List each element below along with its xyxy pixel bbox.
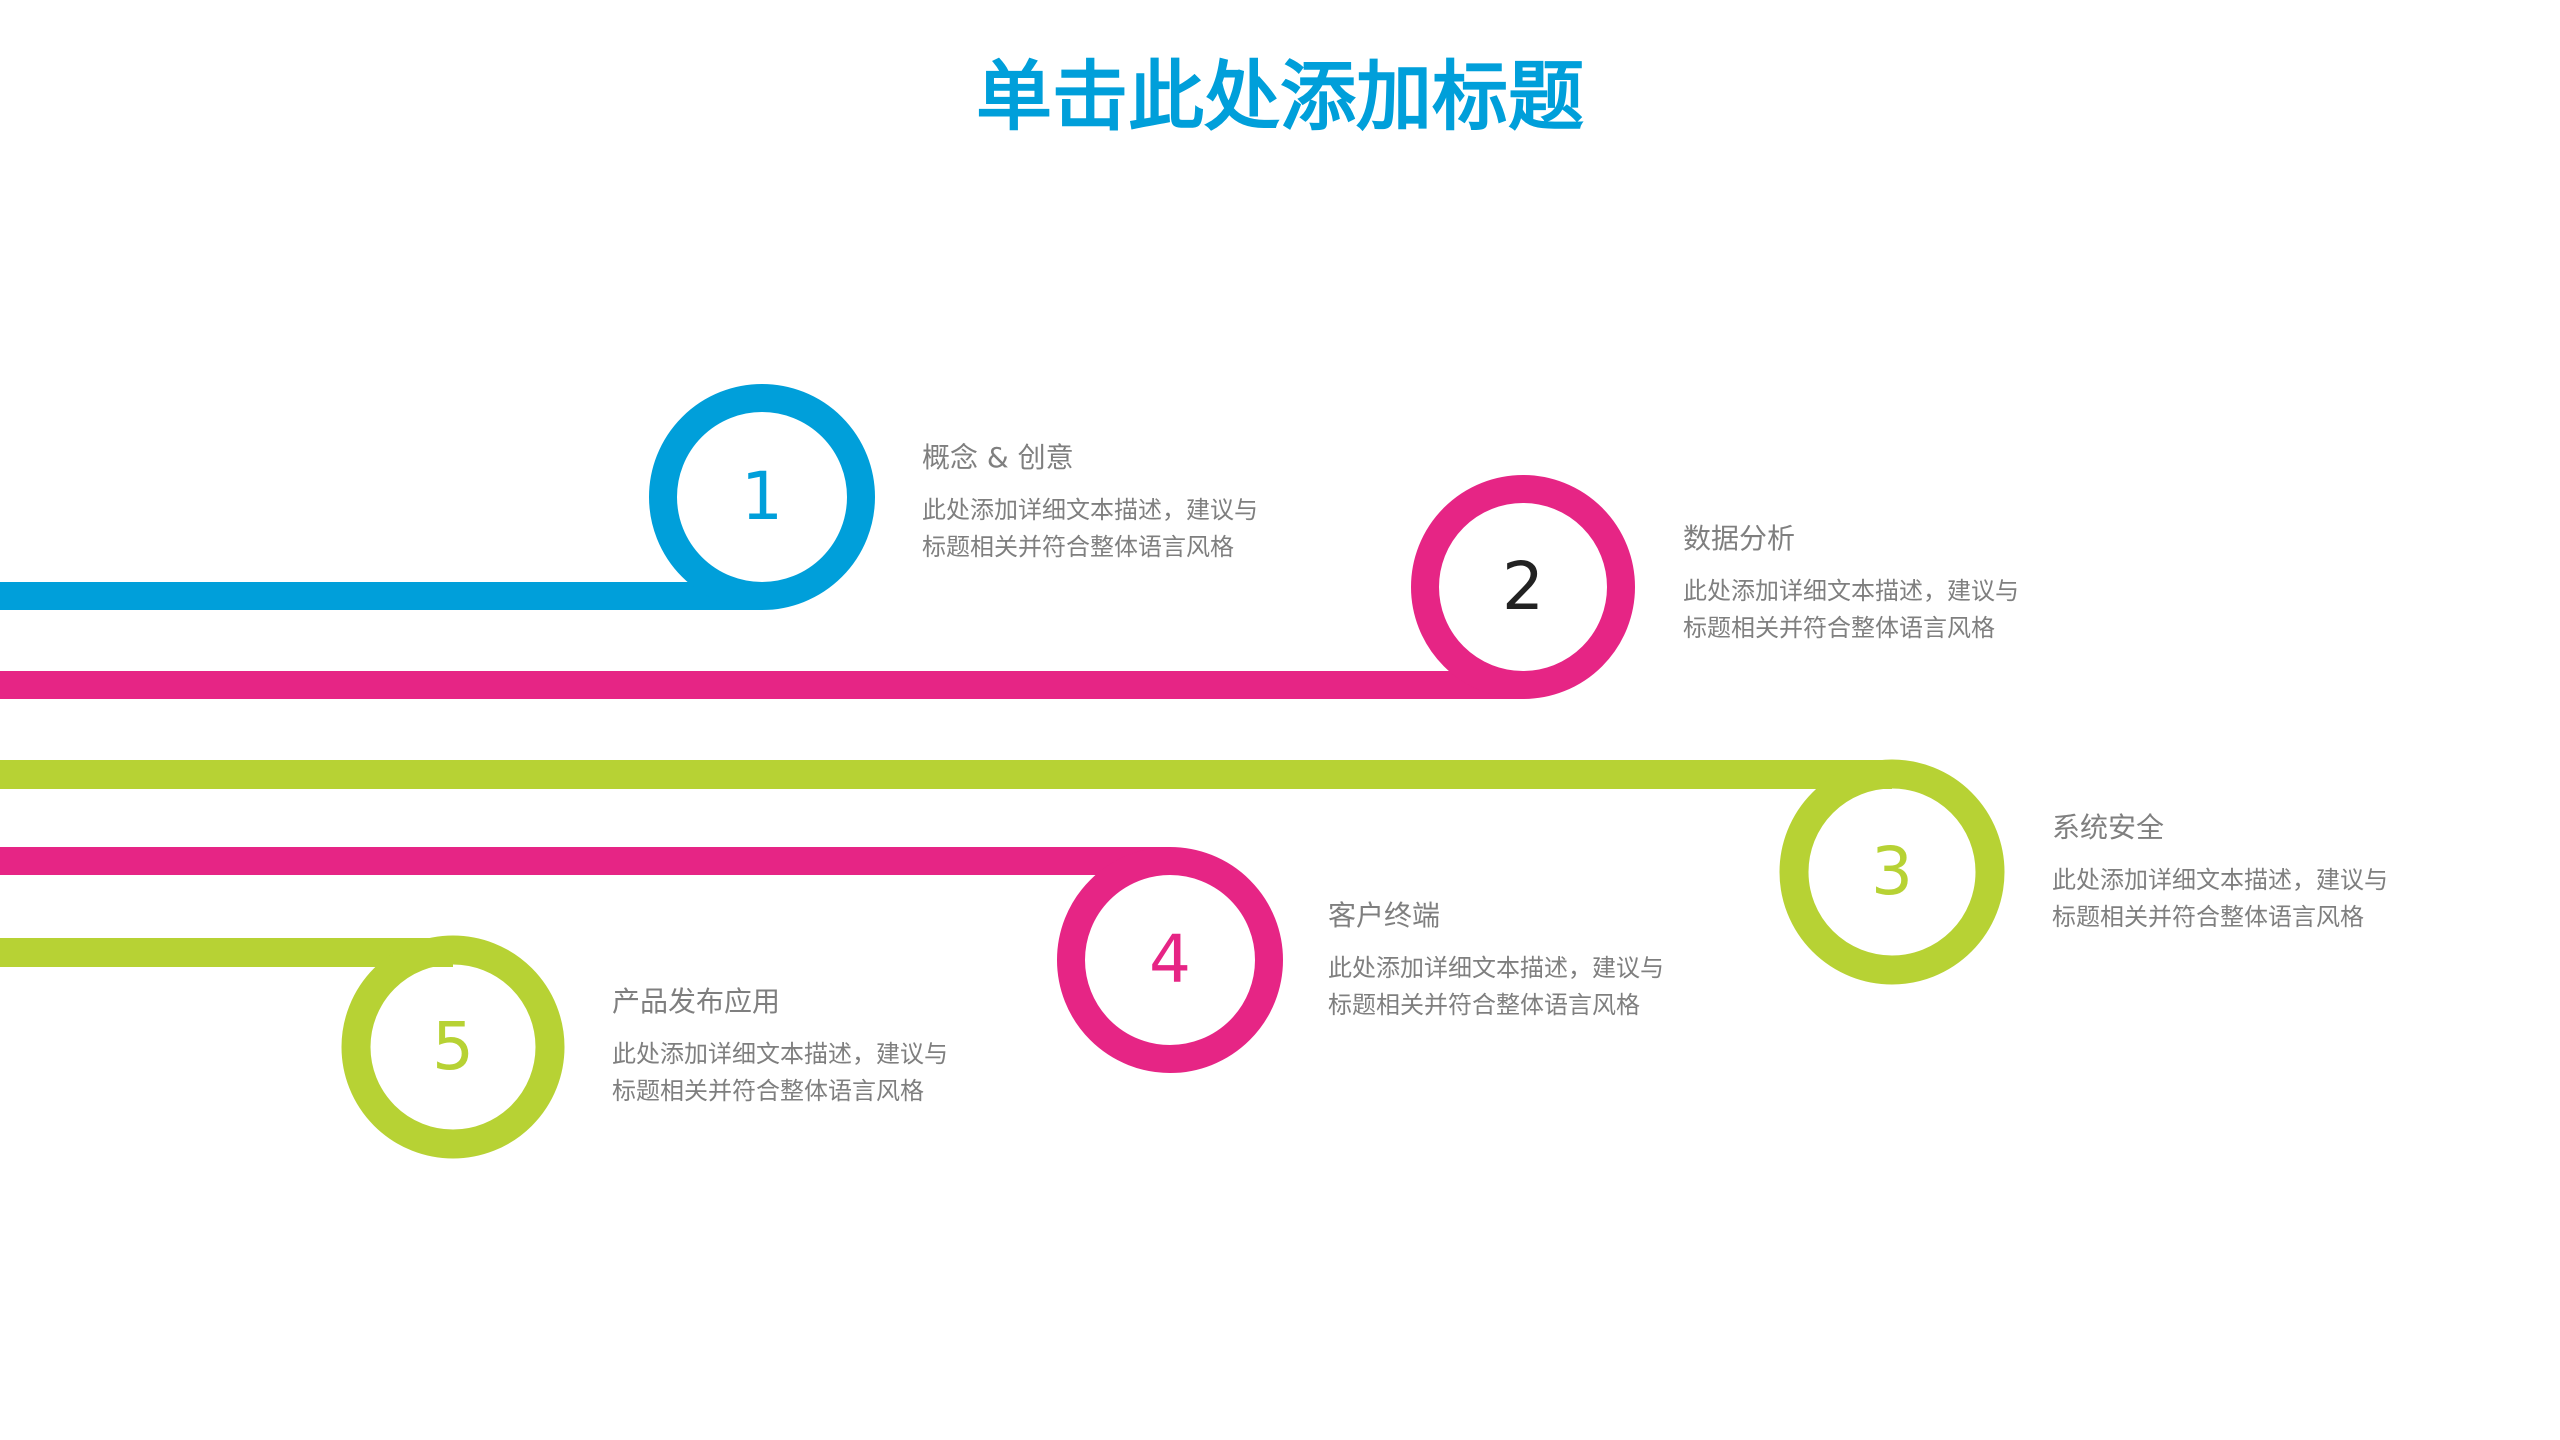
step-number-3: 3 <box>1871 833 1913 910</box>
step-number-1: 1 <box>741 458 783 535</box>
step-5-text: 产品发布应用 此处添加详细文本描述，建议与 标题相关并符合整体语言风格 <box>612 984 948 1110</box>
step-3-desc-line-2: 标题相关并符合整体语言风格 <box>2052 903 2364 931</box>
step-3-description[interactable]: 此处添加详细文本描述，建议与 标题相关并符合整体语言风格 <box>2052 862 2388 936</box>
slide-title[interactable]: 单击此处添加标题 <box>976 52 1584 141</box>
step-3-text: 系统安全 此处添加详细文本描述，建议与 标题相关并符合整体语言风格 <box>2052 810 2388 936</box>
step-number-4: 4 <box>1149 921 1191 998</box>
step-2-desc-line-2: 标题相关并符合整体语言风格 <box>1683 614 1995 642</box>
path-3-green <box>0 759 2005 985</box>
step-5-description[interactable]: 此处添加详细文本描述，建议与 标题相关并符合整体语言风格 <box>612 1036 948 1110</box>
step-4-desc-line-1: 此处添加详细文本描述，建议与 <box>1328 954 1664 982</box>
step-3-desc-line-1: 此处添加详细文本描述，建议与 <box>2052 866 2388 894</box>
path-4-pink <box>0 847 1283 1073</box>
step-2-desc-line-1: 此处添加详细文本描述，建议与 <box>1683 577 2019 605</box>
step-1-desc-line-1: 此处添加详细文本描述，建议与 <box>922 496 1258 524</box>
path-5-green <box>0 935 565 1159</box>
step-5-desc-line-1: 此处添加详细文本描述，建议与 <box>612 1040 948 1068</box>
step-4-title[interactable]: 客户终端 <box>1328 899 1441 932</box>
step-5-title[interactable]: 产品发布应用 <box>612 985 781 1018</box>
step-1-title[interactable]: 概念 & 创意 <box>922 441 1074 474</box>
step-1-text: 概念 & 创意 此处添加详细文本描述，建议与 标题相关并符合整体语言风格 <box>922 440 1258 566</box>
step-2-title[interactable]: 数据分析 <box>1683 522 1796 555</box>
step-4-text: 客户终端 此处添加详细文本描述，建议与 标题相关并符合整体语言风格 <box>1328 898 1664 1024</box>
step-4-desc-line-2: 标题相关并符合整体语言风格 <box>1328 991 1640 1019</box>
step-5-desc-line-2: 标题相关并符合整体语言风格 <box>612 1077 924 1105</box>
step-4-description[interactable]: 此处添加详细文本描述，建议与 标题相关并符合整体语言风格 <box>1328 950 1664 1024</box>
step-1-description[interactable]: 此处添加详细文本描述，建议与 标题相关并符合整体语言风格 <box>922 492 1258 566</box>
path-1-blue <box>0 384 875 610</box>
step-number-5: 5 <box>432 1008 474 1085</box>
step-2-description[interactable]: 此处添加详细文本描述，建议与 标题相关并符合整体语言风格 <box>1683 573 2019 647</box>
step-2-text: 数据分析 此处添加详细文本描述，建议与 标题相关并符合整体语言风格 <box>1683 521 2019 647</box>
step-number-2: 2 <box>1502 548 1544 625</box>
step-1-desc-line-2: 标题相关并符合整体语言风格 <box>922 533 1234 561</box>
path-2-pink <box>0 475 1635 699</box>
step-3-title[interactable]: 系统安全 <box>2052 811 2165 844</box>
